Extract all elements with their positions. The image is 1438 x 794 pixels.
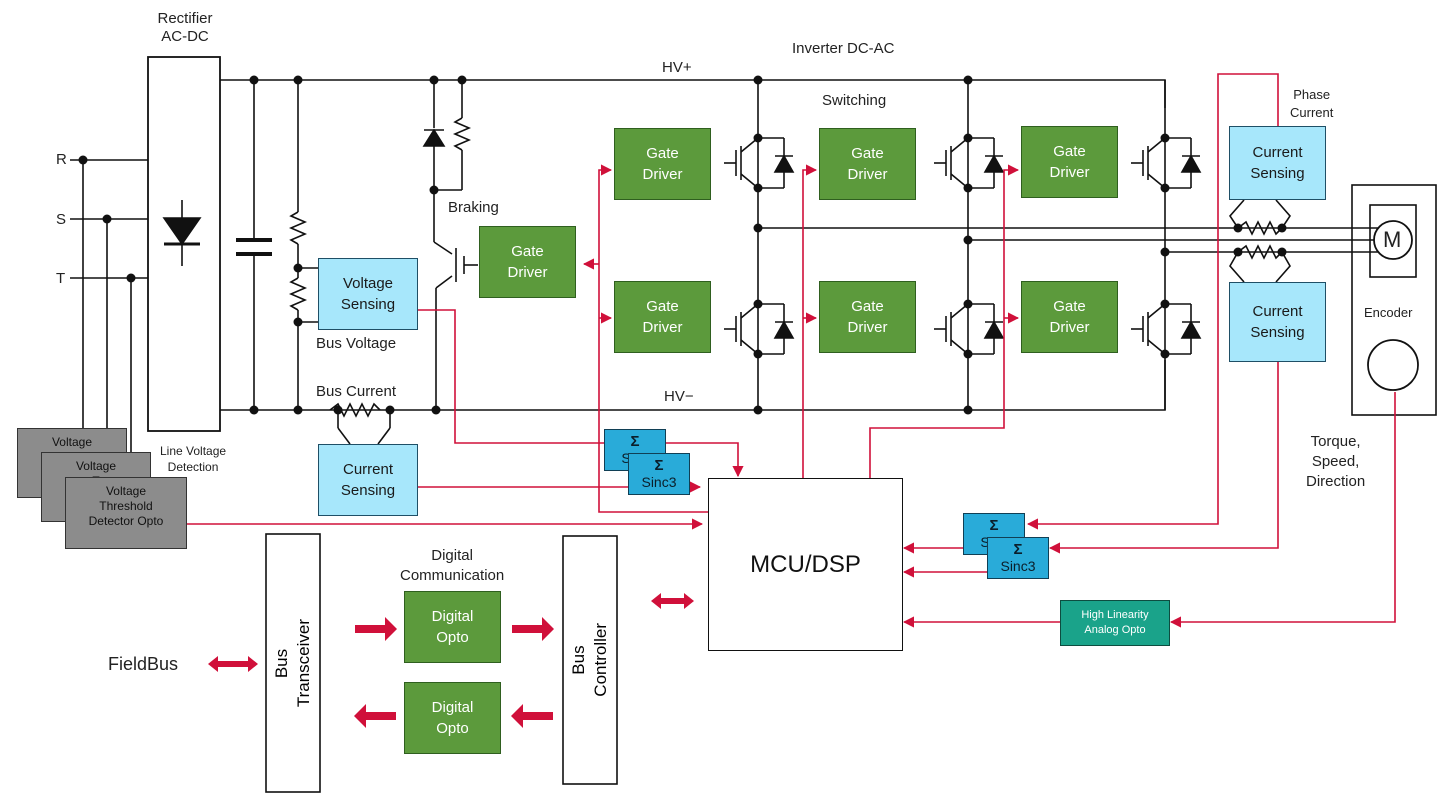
gate-driver-braking: Gate Driver <box>479 226 576 298</box>
bus-controller-label: Bus Controller <box>569 623 610 697</box>
phase-t-label: T <box>56 270 66 287</box>
junction-dot <box>963 299 973 309</box>
bus-controller: Bus Controller <box>563 536 617 784</box>
junction-dot <box>963 349 973 359</box>
junction-dot <box>1277 247 1287 257</box>
current-sensing-phase-top: Current Sensing <box>1229 126 1326 200</box>
junction-dot <box>102 214 112 224</box>
junction-dot <box>1160 247 1170 257</box>
junction-dot <box>1233 247 1243 257</box>
junction-dot <box>753 299 763 309</box>
gate-driver-lower-3: Gate Driver <box>1021 281 1118 353</box>
current-sensing-phase-bottom: Current Sensing <box>1229 282 1326 362</box>
junction-dot <box>753 183 763 193</box>
junction-dot <box>249 75 259 85</box>
phase-current-label: Phase Current <box>1290 87 1334 120</box>
junction-dots <box>78 75 1287 415</box>
bus-current-label: Bus Current <box>316 383 397 400</box>
gate-driver-upper-3: Gate Driver <box>1021 126 1118 198</box>
junction-dot <box>753 133 763 143</box>
junction-dot <box>753 349 763 359</box>
hv-minus-label: HV− <box>664 388 694 405</box>
power-wiring <box>70 79 1380 478</box>
junction-dot <box>753 405 763 415</box>
junction-dot <box>126 273 136 283</box>
signal-paths <box>187 73 1396 628</box>
junction-dot <box>753 75 763 85</box>
bus-voltage-label: Bus Voltage <box>316 335 397 352</box>
mcu-dsp: MCU/DSP <box>708 478 903 651</box>
junction-dot <box>249 405 259 415</box>
torque-speed-direction-label: Torque, Speed, Direction <box>1306 433 1366 490</box>
sigma-symbol: Σ <box>1013 540 1023 558</box>
voltage-threshold-opto: Voltage Threshold Detector Opto <box>65 477 187 549</box>
junction-dot <box>431 405 441 415</box>
diode-symbols <box>162 128 446 266</box>
voltage-sensing: Voltage Sensing <box>318 258 418 330</box>
gate-driver-upper-2: Gate Driver <box>819 128 916 200</box>
junction-dot <box>429 185 439 195</box>
digital-opto-rx: Digital Opto <box>404 682 501 754</box>
sigma-symbol: Σ <box>654 456 664 474</box>
bus-transceiver: Bus Transceiver <box>266 534 320 792</box>
junction-dot <box>963 133 973 143</box>
encoder-symbol <box>1367 339 1419 391</box>
high-linearity-analog-opto: High Linearity Analog Opto <box>1060 600 1170 646</box>
junction-dot <box>78 155 88 165</box>
phase-s-label: S <box>56 211 67 228</box>
motor-symbol <box>1373 220 1413 260</box>
phase-r-label: R <box>56 151 67 168</box>
switching-label: Switching <box>822 92 887 109</box>
braking-label: Braking <box>448 199 499 216</box>
gate-driver-lower-1: Gate Driver <box>614 281 711 353</box>
junction-dot <box>457 75 467 85</box>
junction-dot <box>1277 223 1287 233</box>
sinc3-label: Sinc3 <box>641 473 677 490</box>
gate-driver-lower-2: Gate Driver <box>819 281 916 353</box>
inverter-label: Inverter DC-AC <box>792 40 895 57</box>
junction-dot <box>293 405 303 415</box>
junction-dot <box>753 223 763 233</box>
junction-dot <box>293 317 303 327</box>
current-sensing-bus: Current Sensing <box>318 444 418 516</box>
junction-dot <box>963 183 973 193</box>
junction-dot <box>1160 299 1170 309</box>
motor-enclosure <box>1351 184 1437 416</box>
hv-plus-label: HV+ <box>662 59 692 76</box>
encoder-label: Encoder <box>1364 305 1413 320</box>
igbt-switch <box>724 303 795 355</box>
junction-dot <box>385 405 395 415</box>
motor-label: M <box>1383 227 1402 252</box>
junction-dot <box>1160 349 1170 359</box>
junction-dot <box>293 75 303 85</box>
junction-dot <box>1160 183 1170 193</box>
sigma-symbol: Σ <box>989 516 999 534</box>
gate-driver-upper-1: Gate Driver <box>614 128 711 200</box>
junction-dot <box>429 75 439 85</box>
sigma-symbol: Σ <box>630 432 640 450</box>
fieldbus-label: FieldBus <box>108 654 179 674</box>
junction-dot <box>963 75 973 85</box>
data-arrows <box>208 593 694 728</box>
rectifier-label: Rectifier AC-DC <box>157 10 213 45</box>
sinc3-label: Sinc3 <box>1000 557 1036 574</box>
junction-dot <box>963 235 973 245</box>
junction-dot <box>1233 223 1243 233</box>
igbt-group <box>724 137 1202 355</box>
digital-communication-label: Digital Communication <box>400 547 505 584</box>
line-voltage-detection-label: Line Voltage Detection <box>160 444 227 474</box>
junction-dot <box>333 405 343 415</box>
junction-dot <box>293 263 303 273</box>
junction-dot <box>1160 133 1170 143</box>
junction-dot <box>963 405 973 415</box>
digital-opto-tx: Digital Opto <box>404 591 501 663</box>
rectifier-box <box>147 56 221 432</box>
bus-transceiver-label: Bus Transceiver <box>272 618 313 708</box>
